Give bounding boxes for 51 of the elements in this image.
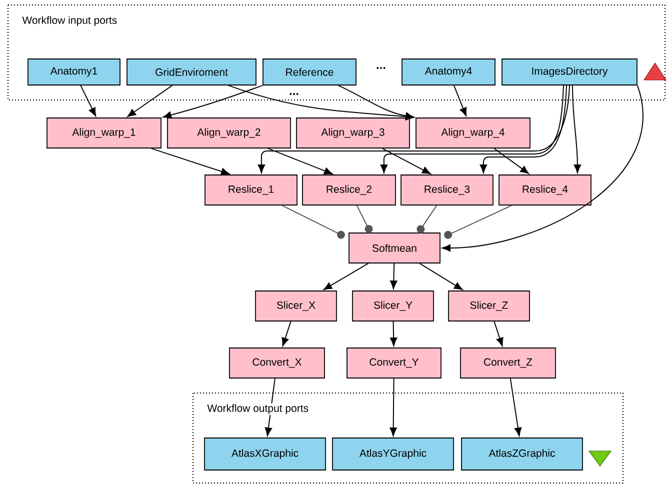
process-box: Convert_Z — [460, 348, 556, 378]
arrow — [338, 84, 414, 120]
process-box: Align_warp_2 — [167, 118, 291, 148]
arrow — [390, 320, 398, 346]
arrow — [442, 84, 644, 252]
arrow — [282, 320, 292, 346]
process-box: Convert_X — [229, 348, 325, 378]
arrow — [572, 84, 582, 174]
arrow — [380, 84, 564, 174]
process-box: Align_warp_4 — [416, 118, 530, 148]
port-box: ImagesDirectory — [502, 58, 638, 86]
arrow — [150, 148, 230, 176]
arrow — [494, 320, 504, 346]
ellipsis: ... — [290, 93, 298, 95]
arrow — [80, 84, 96, 116]
port-box: Anatomy1 — [28, 58, 120, 86]
port-box: Anatomy4 — [402, 58, 496, 86]
arrow — [494, 148, 529, 174]
process-box: Slicer_X — [255, 290, 337, 322]
process-box: Reslice_2 — [302, 174, 396, 206]
port-box: AtlasZGraphic — [461, 438, 583, 470]
arrow — [390, 262, 398, 290]
arrow — [323, 262, 369, 290]
process-box: Convert_Y — [346, 348, 442, 378]
arrow — [416, 204, 438, 234]
arrow — [127, 84, 173, 117]
arrow — [453, 84, 467, 116]
arrow — [480, 84, 567, 174]
process-box: Reslice_3 — [400, 174, 494, 206]
port-box: AtlasXGraphic — [204, 438, 326, 470]
port-box: AtlasYGraphic — [332, 438, 454, 470]
port-box: Reference — [262, 58, 356, 86]
ellipsis: ... — [376, 67, 386, 69]
arrow — [419, 262, 463, 290]
arrow — [258, 84, 570, 174]
arrow — [390, 378, 397, 436]
process-box: Slicer_Y — [352, 290, 434, 322]
process-box: Reslice_4 — [498, 174, 592, 206]
process-box: Slicer_Z — [448, 290, 530, 322]
arrow — [282, 204, 345, 239]
arrow — [444, 204, 512, 239]
arrow — [382, 148, 431, 174]
port-box: GridEnviroment — [126, 58, 256, 86]
arrow — [268, 148, 333, 174]
arrow — [510, 378, 522, 436]
arrow — [162, 84, 264, 119]
process-box: Align_warp_3 — [296, 118, 410, 148]
process-box: Align_warp_1 — [46, 118, 162, 148]
process-box: Softmean — [348, 232, 440, 264]
process-box: Reslice_1 — [204, 174, 298, 206]
arrow — [356, 204, 373, 233]
